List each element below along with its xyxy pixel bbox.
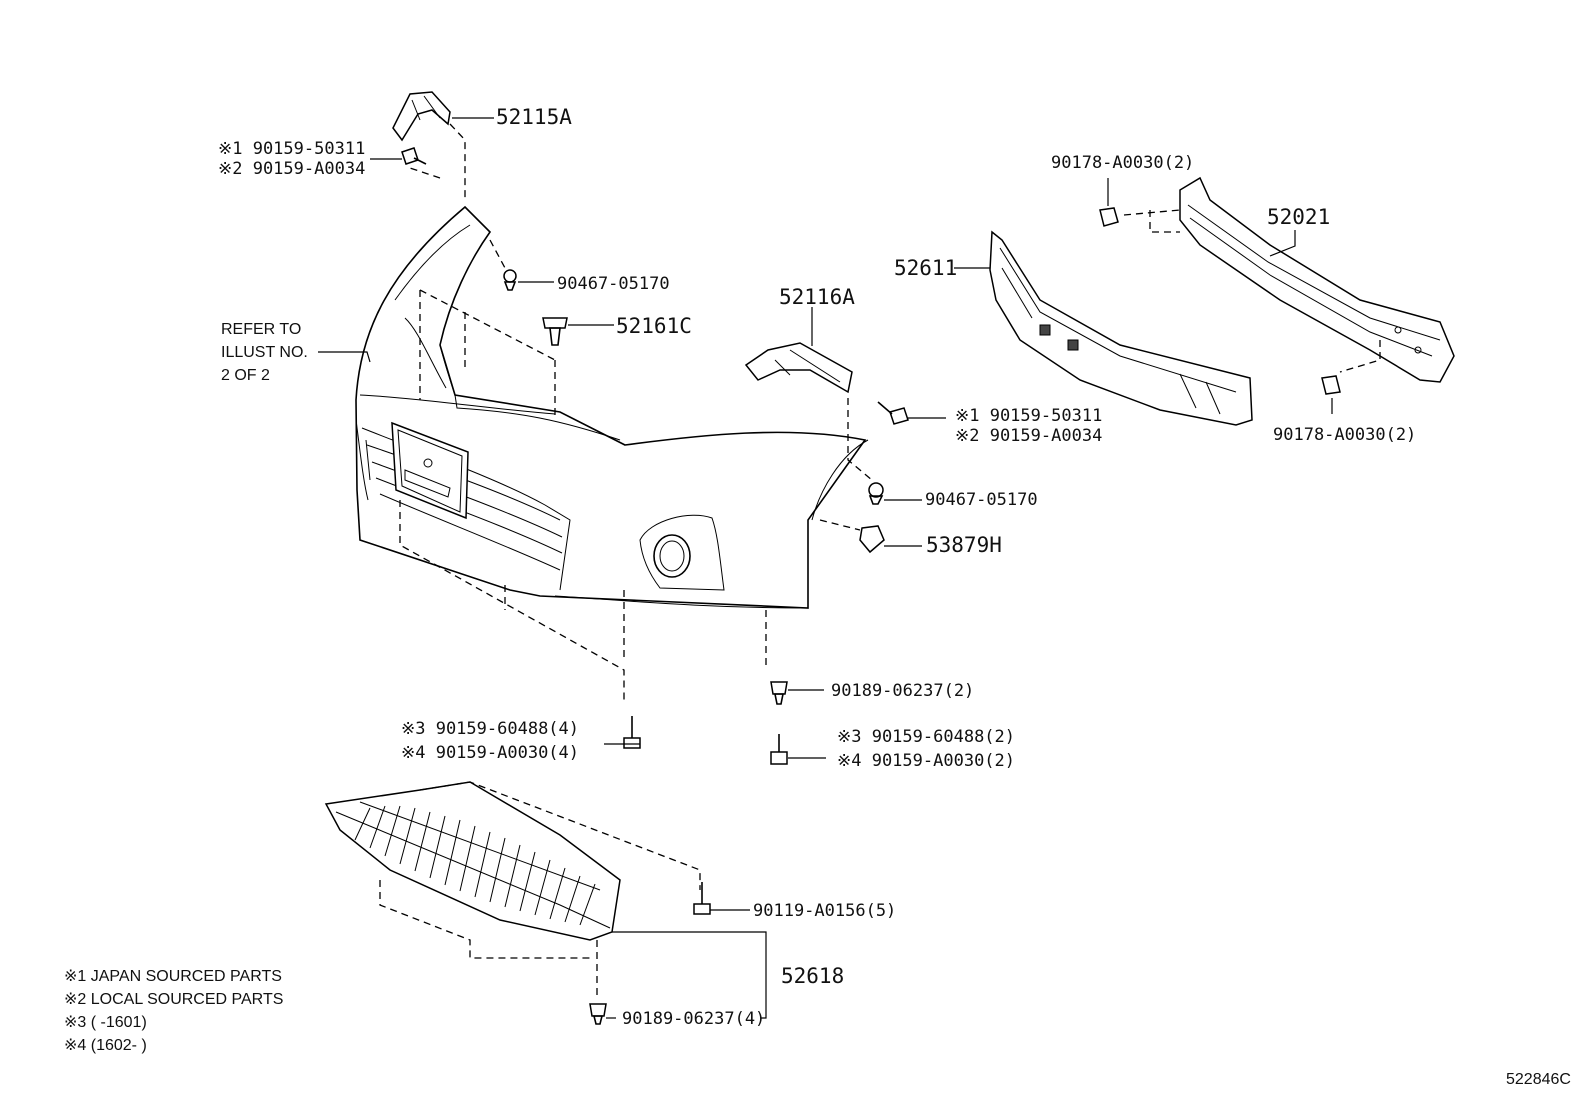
screw-90159-upper-drawing <box>401 147 427 165</box>
diagram-code: 522846C <box>1506 1071 1571 1088</box>
label-90159-50311-upper: ※1 90159-50311 <box>218 139 365 159</box>
label-90159-a0030-2: ※4 90159-A0030(2) <box>837 751 1015 771</box>
label-53879h: 53879H <box>926 533 1002 557</box>
label-52021: 52021 <box>1267 205 1330 229</box>
clip-90189-middle-drawing <box>770 681 788 705</box>
label-52611: 52611 <box>894 256 957 280</box>
label-52161c: 52161C <box>616 314 692 338</box>
label-90467-05170-upper: 90467-05170 <box>557 274 670 294</box>
label-90119-a0156-5: 90119-A0156(5) <box>753 901 896 921</box>
leader-lines <box>318 117 1333 1019</box>
label-90189-06237-4: 90189-06237(4) <box>622 1009 765 1029</box>
bumper-dashed-guides <box>399 289 873 700</box>
legend-line-3: ※3 ( -1601) <box>64 1014 147 1031</box>
absorber-52611-drawing <box>989 230 1253 426</box>
label-90159-a0034-middle: ※2 90159-A0034 <box>955 426 1102 446</box>
label-52115a: 52115A <box>496 105 572 129</box>
bolt-90119-drawing <box>693 882 711 915</box>
clip-90189-bottom-drawing <box>589 1003 607 1025</box>
reinforcement-52021-drawing <box>1123 176 1455 383</box>
under-cover-52618-drawing <box>324 781 701 995</box>
legend-line-1: ※1 JAPAN SOURCED PARTS <box>64 968 282 985</box>
label-90178-a0030-top: 90178-A0030(2) <box>1051 153 1194 173</box>
label-90159-50311-middle: ※1 90159-50311 <box>955 406 1102 426</box>
bolt-90159-left-drawing <box>623 716 641 749</box>
clip-90467-lower-drawing <box>868 482 884 505</box>
label-90189-06237-2: 90189-06237(2) <box>831 681 974 701</box>
label-90159-60488-2: ※3 90159-60488(2) <box>837 727 1015 747</box>
bumper-cover-drawing <box>355 205 869 609</box>
bracket-52116a-drawing <box>744 342 853 394</box>
nut-90178-top-drawing <box>1099 207 1119 227</box>
label-90159-60488-4: ※3 90159-60488(4) <box>401 719 579 739</box>
label-52116a: 52116A <box>779 285 855 309</box>
clip-53879h-drawing <box>859 525 885 554</box>
label-refer-line1: REFER TO <box>221 321 301 338</box>
label-90467-05170-lower: 90467-05170 <box>925 490 1038 510</box>
bracket-52115a-drawing <box>392 91 466 200</box>
label-52618: 52618 <box>781 964 844 988</box>
nut-90178-bottom-drawing <box>1321 375 1341 395</box>
retainer-52161c-drawing <box>542 317 568 346</box>
label-refer-line3: 2 OF 2 <box>221 367 270 384</box>
clip-90467-upper-drawing <box>489 239 517 291</box>
legend-line-4: ※4 (1602- ) <box>64 1037 147 1054</box>
label-90178-a0030-bottom: 90178-A0030(2) <box>1273 425 1416 445</box>
legend-line-2: ※2 LOCAL SOURCED PARTS <box>64 991 283 1008</box>
bolt-90159-right-drawing <box>770 734 788 765</box>
label-refer-line2: ILLUST NO. <box>221 344 308 361</box>
screw-90159-middle-drawing <box>877 401 909 425</box>
label-90159-a0034-upper: ※2 90159-A0034 <box>218 159 365 179</box>
label-90159-a0030-4: ※4 90159-A0030(4) <box>401 743 579 763</box>
